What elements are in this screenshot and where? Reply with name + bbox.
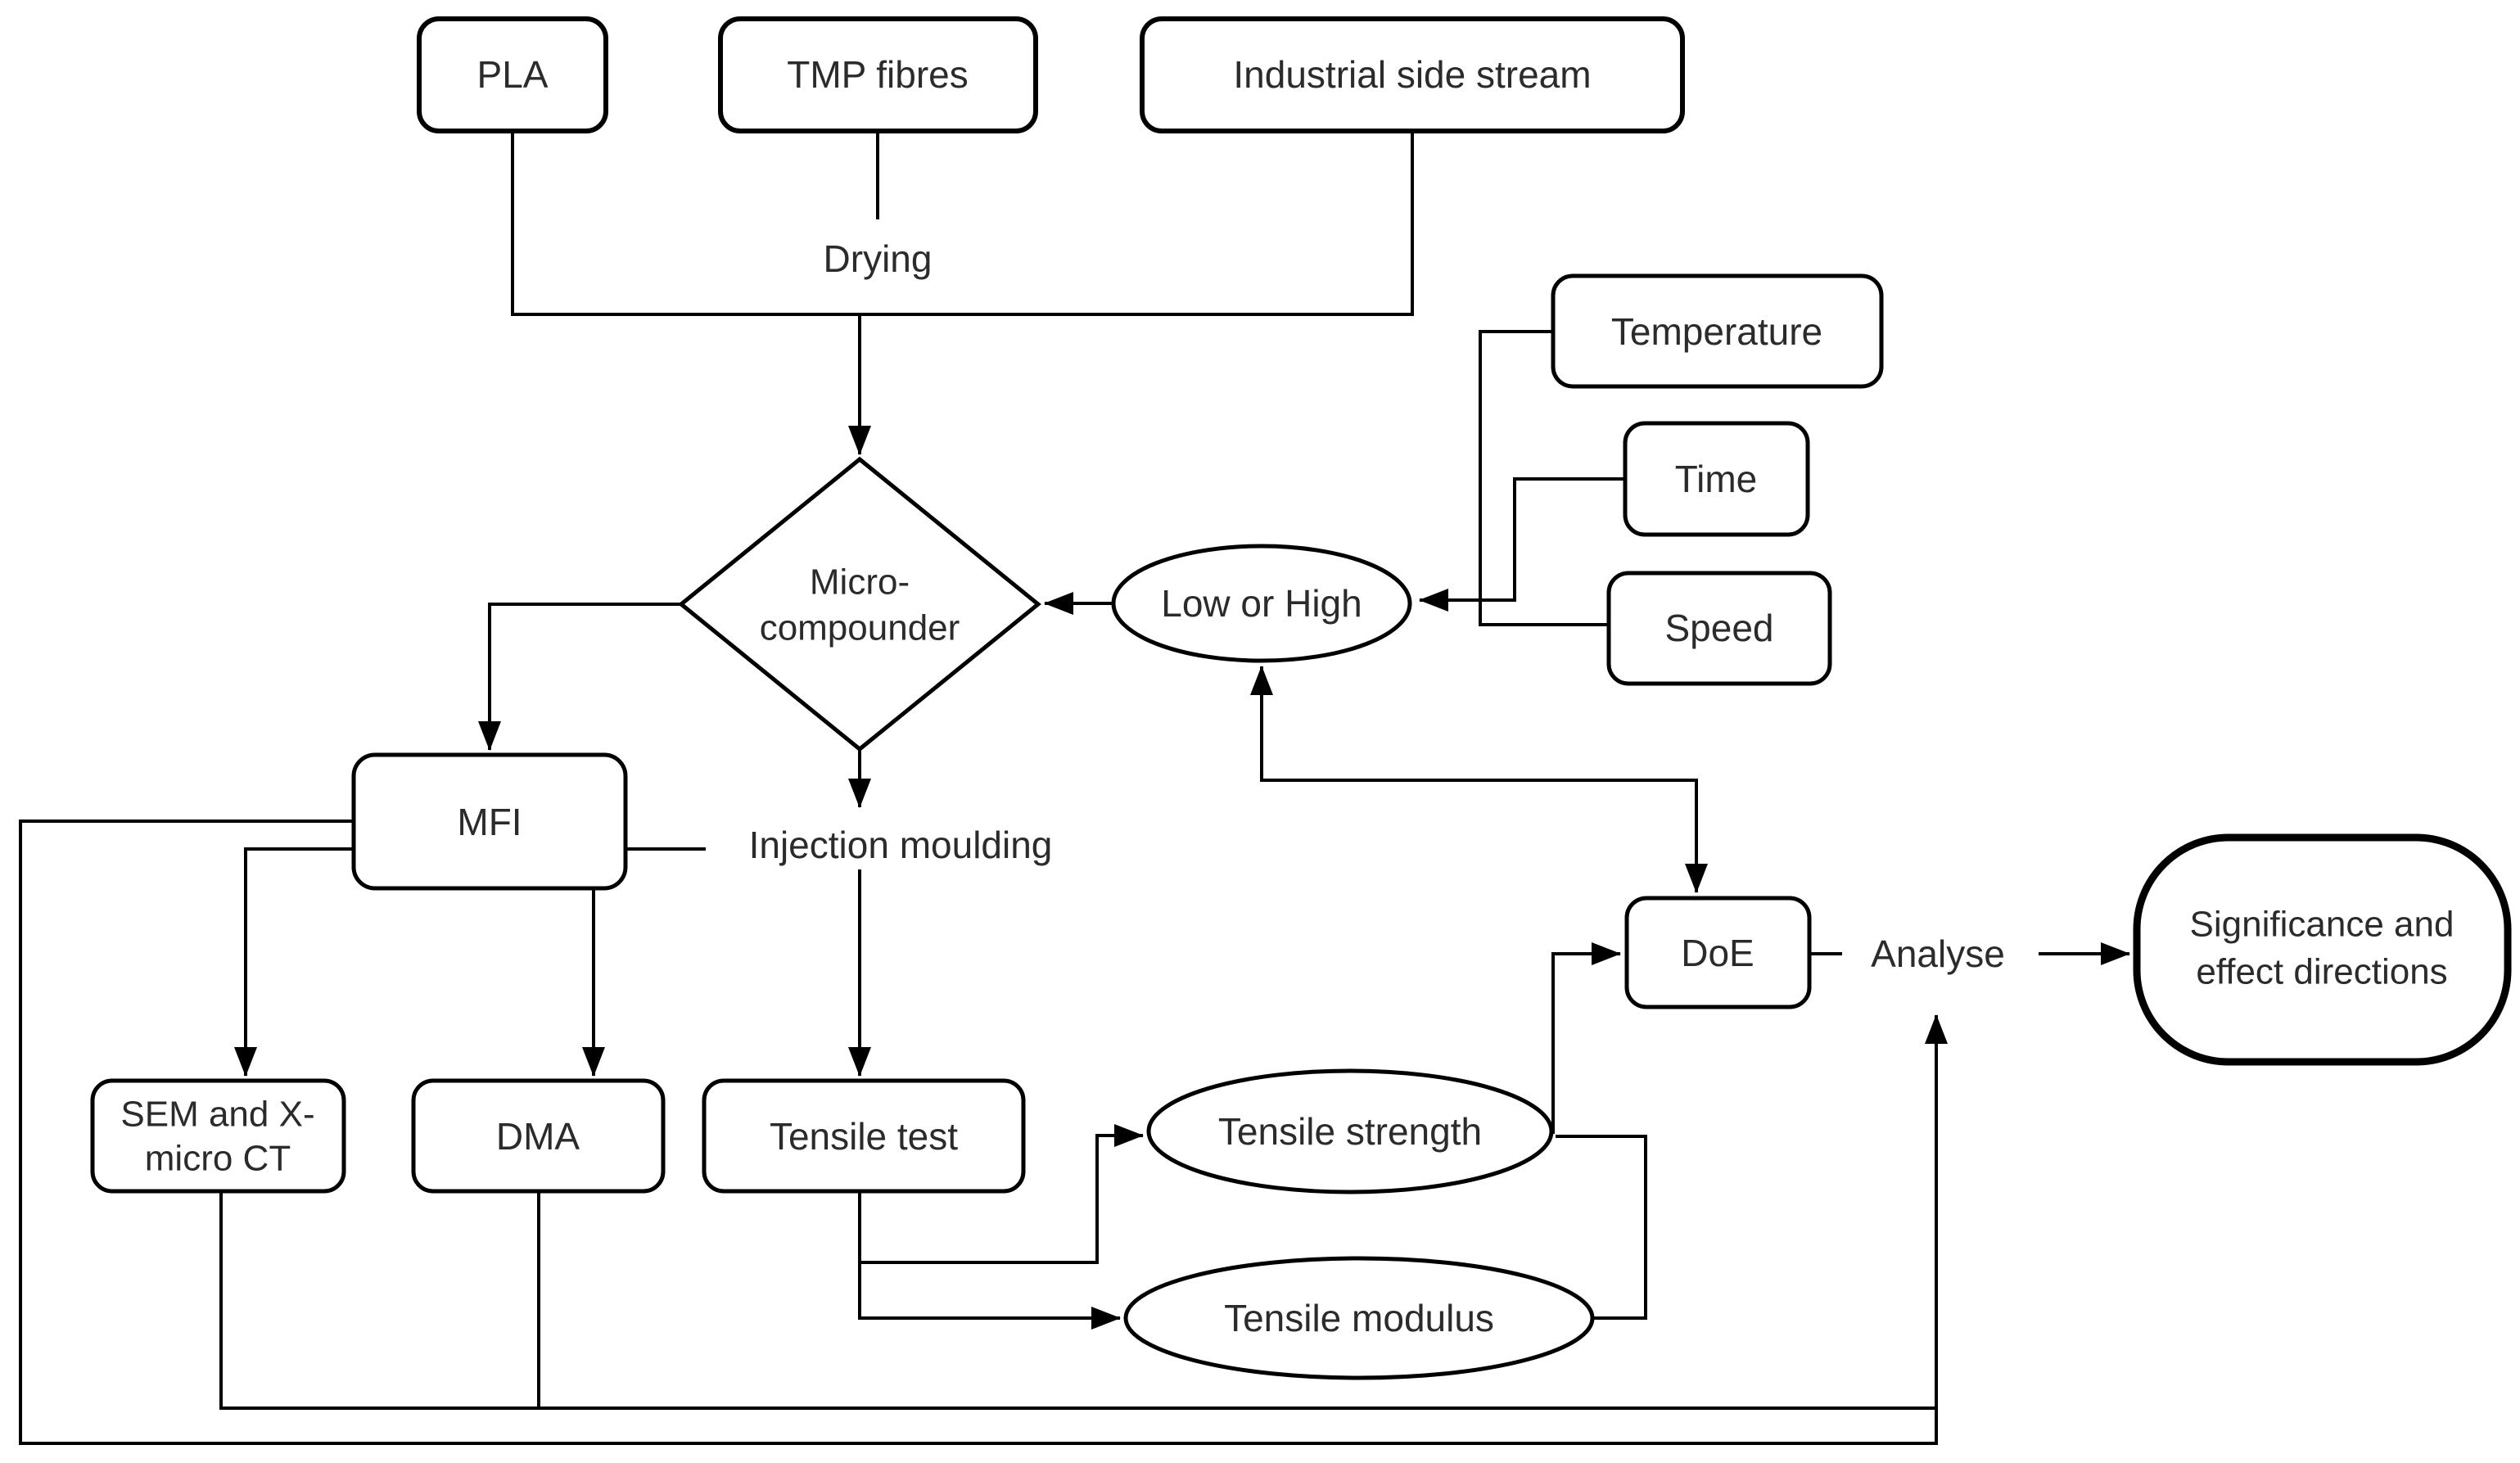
edge-sem-feedback [219,1191,1936,1410]
node-analyse: Analyse [1871,932,2005,975]
drying-label: Drying [824,237,933,280]
node-low-or-high: Low or High [1111,544,1412,663]
mfi-box [351,752,628,891]
node-tensile-test: Tensile test [702,1078,1026,1194]
temperature-box [1551,273,1884,389]
edge-lowhigh-doe [1250,666,1708,893]
injection-moulding-label: Injection moulding [749,824,1053,866]
industrial-side-stream-label: Industrial side stream [1233,53,1591,96]
speed-box [1606,571,1832,686]
dma-label: DMA [496,1115,580,1158]
node-significance: Significance and effect directions [2133,833,2512,1066]
pla-label: PLA [477,53,549,96]
micro-compounder-label-line2: compounder [760,608,960,648]
tensile-modulus-label: Tensile modulus [1224,1297,1494,1339]
node-speed: Speed [1606,571,1832,686]
node-micro-compounder: Micro- compounder [678,456,1041,752]
node-industrial-side-stream: Industrial side stream [1140,16,1685,133]
speed-label: Speed [1664,607,1773,649]
mfi-label: MFI [457,801,522,843]
sem-xmicro-ct-label-line2: micro CT [145,1139,291,1179]
micro-compounder-label-line1: Micro- [810,562,910,603]
node-tensile-modulus: Tensile modulus [1123,1256,1595,1380]
nodes: PLA TMP fibres Industrial side stream Dr… [90,16,2512,1380]
doe-box [1624,896,1812,1009]
tensile-modulus-ellipse [1123,1256,1595,1380]
tensile-test-box [702,1078,1026,1194]
pla-box [417,16,608,133]
industrial-side-stream-box [1140,16,1685,133]
doe-label: DoE [1681,932,1754,974]
edge-temperature-speed [1479,330,1609,626]
node-tmp-fibres: TMP fibres [718,16,1038,133]
node-sem-xmicro-ct: SEM and X- micro CT [90,1078,346,1194]
edge-inputs-merge [511,131,1414,316]
time-box [1623,421,1810,537]
node-drying: Drying [824,237,933,280]
low-or-high-ellipse [1111,544,1412,663]
edge-strength-to-doe [1551,942,1621,1134]
node-temperature: Temperature [1551,273,1884,389]
tensile-test-label: Tensile test [770,1115,958,1158]
analyse-label: Analyse [1871,932,2005,975]
dma-box [411,1078,666,1194]
low-or-high-label: Low or High [1161,582,1362,625]
edge-microcompounder-to-mfi [478,603,681,751]
significance-label-line2: effect directions [2196,952,2447,992]
significance-label-line1: Significance and [2190,905,2455,945]
tensile-strength-label: Tensile strength [1218,1110,1482,1153]
edge-tensiletest-to-strength [860,1124,1144,1264]
tmp-fibres-label: TMP fibres [787,53,969,96]
edge-tensiletest-to-modulus [858,1191,1121,1330]
edge-modulus-to-doe [1556,1135,1647,1320]
edge-mfi-feedback-to-analyse [19,820,1948,1445]
node-dma: DMA [411,1078,666,1194]
node-mfi: MFI [351,752,628,891]
node-injection-moulding: Injection moulding [749,824,1053,866]
micro-compounder-diamond [678,456,1041,752]
node-pla: PLA [417,16,608,133]
node-doe: DoE [1624,896,1812,1009]
edge-time-to-lowhigh [1419,477,1625,612]
time-label: Time [1675,458,1758,500]
sem-xmicro-ct-box [90,1078,346,1194]
tmp-fibres-box [718,16,1038,133]
temperature-label: Temperature [1611,310,1822,353]
tensile-strength-ellipse [1146,1068,1554,1194]
node-tensile-strength: Tensile strength [1146,1068,1554,1194]
node-time: Time [1623,421,1810,537]
significance-box [2133,833,2512,1066]
sem-xmicro-ct-label-line1: SEM and X- [120,1095,314,1135]
